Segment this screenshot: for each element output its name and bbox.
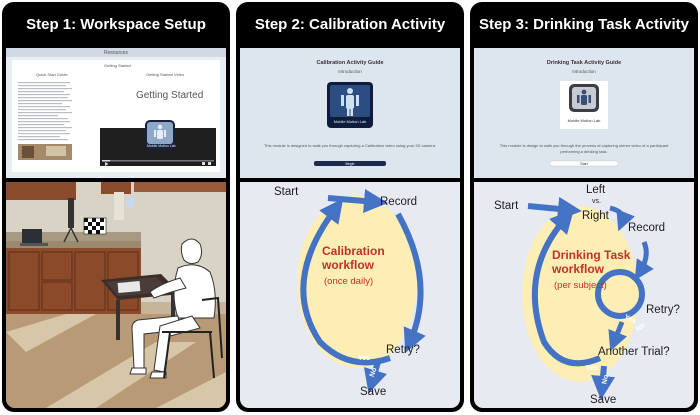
calibration-guide-title: Calibration Activity Guide [316, 60, 384, 66]
drinking-guide-subtitle: Introduction [572, 69, 596, 74]
drinking-guide-title: Drinking Task Activity Guide [546, 60, 622, 66]
retry-no-arrow [363, 361, 387, 394]
calibration-workflow-title: Calibration workflow [322, 244, 385, 272]
calibration-retry-label: Retry? [386, 344, 420, 356]
drinking-workflow-title: Drinking Task workflow [552, 248, 630, 276]
workspace-illustration [6, 182, 226, 408]
drinking-vs-label: vs. [592, 198, 601, 205]
step3-title: Step 3: Drinking Task Activity [478, 16, 690, 33]
calibration-workflow-frequency: (once daily) [324, 276, 374, 287]
drinking-workflow-line1: Drinking Task [552, 248, 631, 262]
video-title: Getting Started [136, 90, 204, 101]
calibration-screenshot: Calibration Activity Guide Introduction … [240, 48, 460, 178]
step1-panel: Step 1: Workspace Setup Resources Gettin… [2, 2, 230, 412]
drinking-flow-diagram [522, 196, 654, 400]
step2-title: Step 2: Calibration Activity [254, 16, 446, 33]
quick-start-title: Quick Start Guide [36, 72, 68, 77]
calibration-description: This module is designed to walk you thro… [263, 143, 437, 148]
getting-started-subheader: Getting Started [104, 63, 131, 68]
step2-panel: Step 2: Calibration Activity Calibration… [236, 2, 464, 412]
resources-header: Resources [104, 50, 128, 56]
side-to-record-arrow [609, 205, 635, 232]
calibration-begin-button[interactable]: Begin [345, 161, 355, 166]
drinking-logo-caption: Mobile Motion Lab [567, 118, 601, 123]
resources-header-bar [6, 48, 226, 57]
another-yes-loop-arrow [531, 209, 602, 367]
calibration-save-label: Save [360, 386, 387, 398]
step1-title: Step 1: Workspace Setup [26, 16, 206, 33]
calibration-workflow-line1: Calibration [322, 244, 385, 258]
calibration-start-label: Start [274, 186, 299, 198]
drinking-start-arrow [527, 196, 582, 221]
another-trial-label: Another Trial? [598, 346, 670, 358]
drinking-retry-label: Retry? [646, 304, 680, 316]
retry-yes-loop-arrow [300, 198, 391, 366]
drinking-save-label: Save [590, 394, 617, 406]
workspace-logo-caption: Mobile Motion Lab [147, 144, 176, 148]
calibration-record-label: Record [380, 196, 418, 208]
workspace-screenshot: Resources Getting Started Quick Start Gu… [6, 48, 226, 178]
play-icon[interactable] [102, 161, 110, 169]
workspace-photo [6, 182, 226, 408]
calibration-guide-subtitle: Introduction [338, 69, 362, 74]
calibration-logo-caption: Mobile Motion Lab [333, 119, 367, 124]
drinking-left-label: Left [586, 184, 606, 196]
retry-loop-circle [595, 269, 645, 319]
drinking-description: This module is design to walk you throug… [499, 143, 669, 154]
record-to-retry-arrow [395, 212, 426, 354]
drinking-workflow-frequency: (per subject) [554, 280, 607, 291]
drinking-start-label: Start [494, 200, 519, 212]
drinking-workflow-line2: workflow [552, 262, 605, 276]
start-arrow [327, 189, 388, 213]
record-to-retry-arrow [634, 241, 654, 281]
drinking-screenshot: Drinking Task Activity Guide Introductio… [474, 48, 694, 178]
drinking-right-label: Right [582, 210, 609, 222]
calibration-flowchart: Start Record Retry? Save Yes No Calibrat… [240, 182, 460, 408]
calibration-workflow-line2: workflow [322, 258, 375, 272]
drinking-record-label: Record [628, 222, 666, 234]
retry-no-to-another-arrow [608, 321, 627, 352]
drinking-flowchart: Start Left vs. Right Record Retry? Anoth… [474, 182, 694, 408]
getting-started-video-title: Getting Started Video [146, 72, 185, 77]
step3-panel: Step 3: Drinking Task Activity Drinking … [470, 2, 698, 412]
calibration-yes-label: Yes [358, 355, 371, 362]
calibration-flow-diagram [297, 189, 426, 394]
another-yes-label: Yes [586, 365, 599, 372]
another-no-to-save-arrow [591, 365, 616, 400]
quick-start-document [18, 82, 216, 166]
drinking-start-button[interactable]: Start [580, 161, 588, 166]
calibration-workflow-ellipse [297, 196, 417, 368]
drinking-logo [549, 81, 619, 167]
calibration-logo [314, 82, 386, 166]
